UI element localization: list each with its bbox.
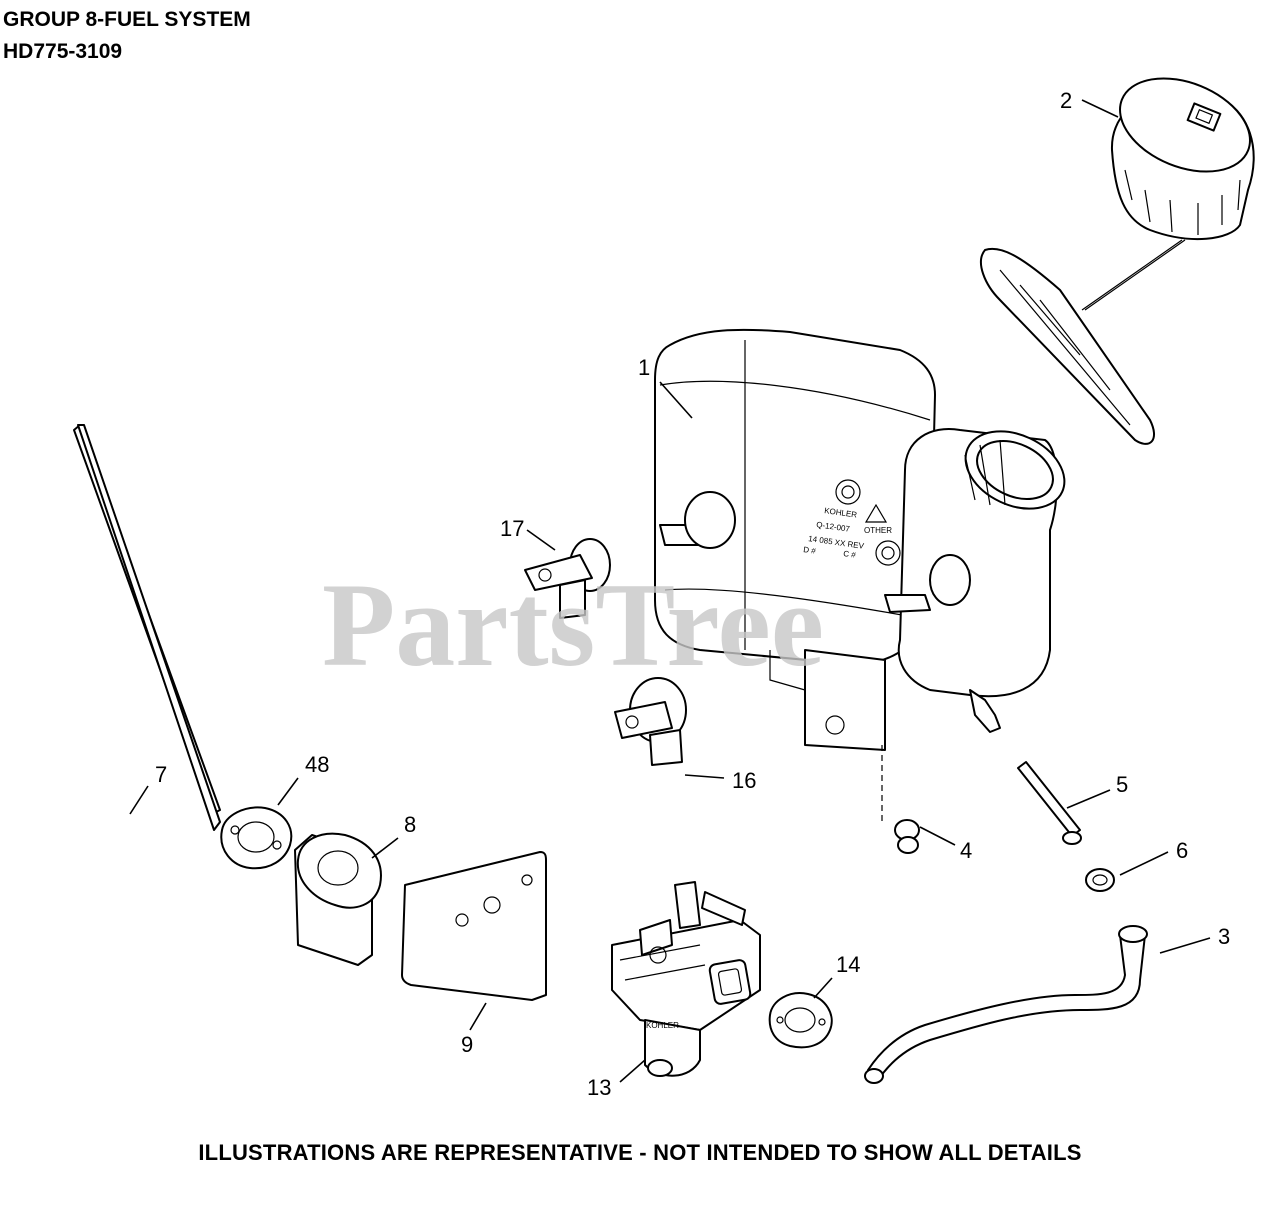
- part-fuel-tank[interactable]: KOHLER Q-12-007 14 085 XX REV D # C # OT…: [654, 328, 1077, 751]
- leader-5: [1066, 789, 1111, 809]
- part-16-tank-clip[interactable]: [614, 677, 687, 766]
- leader-4: [919, 826, 956, 846]
- part-fuel-cap[interactable]: [1081, 61, 1264, 311]
- leader-8: [371, 837, 399, 859]
- carb-brand-mark: KOHLER: [646, 1021, 679, 1030]
- part-14-gasket[interactable]: [768, 992, 833, 1049]
- page-title: GROUP 8-FUEL SYSTEM: [3, 8, 251, 31]
- leader-6: [1119, 851, 1169, 876]
- leader-3: [1159, 937, 1211, 954]
- watermark: PartsTree: [322, 558, 824, 691]
- disclaimer-note: ILLUSTRATIONS ARE REPRESENTATIVE - NOT I…: [198, 1140, 1082, 1165]
- part-5-fuel-fitting[interactable]: [1017, 761, 1082, 845]
- tank-other: OTHER: [864, 526, 892, 535]
- callout-9: 9: [461, 1032, 473, 1057]
- leader-1: [659, 381, 693, 419]
- leader-2: [1081, 99, 1119, 118]
- callout-13: 13: [587, 1075, 611, 1100]
- callout-2: 2: [1060, 88, 1072, 113]
- tank-d: D #: [803, 545, 817, 556]
- leader-14: [813, 977, 833, 999]
- callout-48: 48: [305, 752, 329, 777]
- part-6-hose-clamp[interactable]: [1085, 868, 1115, 892]
- part-17-tank-clip[interactable]: [524, 538, 611, 619]
- callout-4: 4: [960, 838, 972, 863]
- part-3-fuel-line[interactable]: [864, 925, 1148, 1084]
- leader-48: [277, 777, 299, 806]
- leader-9: [469, 1002, 487, 1031]
- callout-6: 6: [1176, 838, 1188, 863]
- part-7-stud-drawing[interactable]: [77, 424, 221, 831]
- leader-17: [526, 529, 556, 551]
- model-number: HD775-3109: [3, 40, 123, 63]
- leader-16: [684, 774, 725, 779]
- callout-14: 14: [836, 952, 860, 977]
- callout-3: 3: [1218, 924, 1230, 949]
- callout-17: 17: [500, 516, 524, 541]
- callout-8: 8: [404, 812, 416, 837]
- callout-16: 16: [732, 768, 756, 793]
- part-48-gasket[interactable]: [220, 806, 293, 870]
- callout-7: 7: [155, 762, 167, 787]
- part-13-carburetor[interactable]: KOHLER: [611, 881, 761, 1077]
- part-9-plate[interactable]: [401, 851, 547, 1001]
- callout-1: 1: [638, 355, 650, 380]
- tank-c: C #: [843, 549, 857, 560]
- leader-7: [129, 785, 149, 815]
- part-8-spacer[interactable]: [294, 832, 382, 966]
- leader-13: [619, 1059, 646, 1083]
- part-cap-strap-filter[interactable]: [980, 247, 1155, 445]
- callout-5: 5: [1116, 772, 1128, 797]
- part-4-grommet[interactable]: [894, 819, 920, 854]
